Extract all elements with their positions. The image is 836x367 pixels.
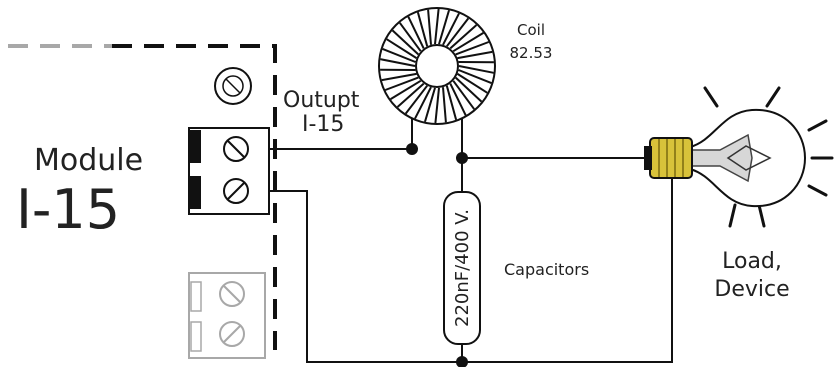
coil-winding: [458, 69, 492, 85]
capacitor-value: 220nF/400 V.: [452, 209, 473, 327]
screw-icon[interactable]: [223, 178, 249, 204]
coil-winding: [381, 72, 417, 82]
coil-winding: [434, 8, 440, 45]
coil-label: Coil: [517, 21, 545, 39]
coil-winding: [391, 29, 419, 56]
coil-winding: [442, 87, 447, 123]
junction-dot: [456, 356, 468, 367]
coil-winding: [457, 50, 493, 60]
coil-winding: [446, 17, 470, 47]
coil-winding: [396, 82, 425, 108]
module-enclosure: [8, 44, 277, 350]
coil-value: 82.53: [510, 44, 553, 62]
screw-icon: [219, 281, 245, 307]
light-rays: [703, 86, 834, 228]
terminal-block-inactive: [188, 272, 266, 359]
load-label: Load,: [722, 249, 782, 274]
terminal-block-active: [188, 127, 270, 215]
coil-winding: [404, 85, 428, 115]
output-name: I-15: [302, 112, 344, 137]
coil-winding: [438, 10, 450, 45]
screw-icon: [219, 321, 245, 347]
coil-winding: [390, 79, 422, 100]
load-device: Device: [714, 277, 789, 302]
screw-icon[interactable]: [223, 136, 249, 162]
coil-winding: [449, 24, 478, 50]
coil-winding: [452, 80, 476, 110]
coil-winding: [398, 22, 422, 52]
coil-winding: [414, 86, 432, 120]
toroid-coil-icon: [378, 7, 496, 125]
module-button-icon[interactable]: [214, 67, 252, 105]
coil-winding: [445, 85, 458, 120]
coil-winding: [386, 38, 418, 59]
coil-winding: [424, 87, 436, 122]
coil-winding: [449, 83, 467, 116]
coil-winding: [384, 76, 419, 91]
coil-winding: [427, 9, 432, 45]
coil-winding: [456, 73, 488, 94]
module-name: I-15: [16, 178, 120, 241]
coil-winding: [442, 12, 460, 46]
light-bulb-icon: [644, 86, 834, 228]
coil-winding: [455, 76, 483, 103]
return-wire: [269, 178, 673, 363]
coil-winding: [452, 32, 484, 53]
coil-winding: [407, 16, 425, 49]
junction-dot: [456, 152, 468, 164]
bulb-socket: [649, 137, 693, 179]
capacitors-label: Capacitors: [504, 260, 589, 279]
module-label: Module: [34, 143, 143, 178]
coil-winding: [382, 47, 416, 63]
junction-dot: [406, 143, 418, 155]
coil-winding: [416, 12, 429, 47]
capacitor-icon: 220nF/400 V.: [443, 191, 481, 345]
coil-winding: [455, 41, 490, 56]
output-label: Outupt: [283, 88, 360, 113]
coil-winding: [380, 58, 416, 67]
coil-winding: [458, 65, 494, 74]
coil-winding: [434, 87, 440, 124]
